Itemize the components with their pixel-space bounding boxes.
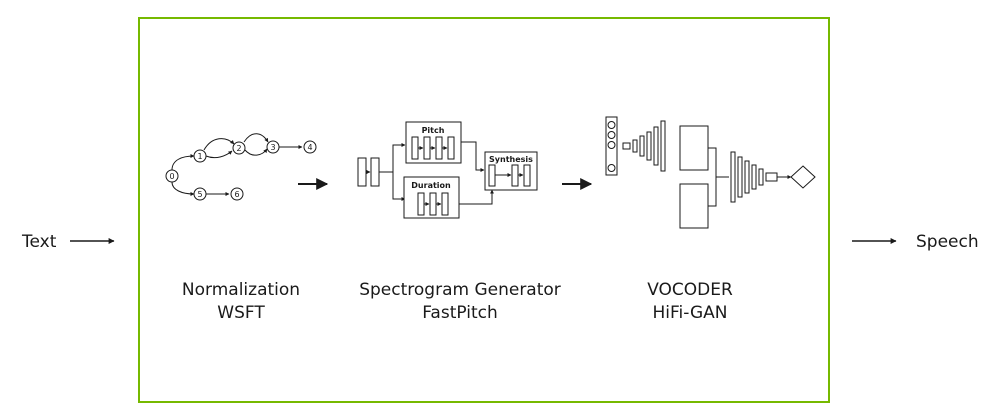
stage-vocoder-title: VOCODER [647,280,733,300]
graph-node-5: 5 [193,187,207,201]
graph-node-label: 4 [307,143,312,152]
stage-vocoder-subtitle: HiFi-GAN [652,303,728,323]
graph-node-label: 1 [197,152,202,161]
generator-block [679,183,709,229]
fastpitch-diagram [357,121,538,219]
stage-spectrogram-subtitle: FastPitch [422,303,498,323]
duration-block-label: Duration [411,181,451,190]
graph-node-4: 4 [303,140,317,154]
synthesis-block [484,151,538,191]
graph-node-label: 5 [197,190,202,199]
graph-node-label: 0 [169,172,174,181]
graph-node-label: 2 [236,144,241,153]
pitch-block-label: Pitch [422,126,445,135]
stage-normalization-subtitle: WSFT [217,303,265,323]
encoder-bar [370,157,380,187]
encoder-bar [357,157,367,187]
generator-block [679,125,709,171]
graph-node-label: 6 [234,190,239,199]
pipeline-frame [138,17,830,403]
input-text-label: Text [22,232,57,252]
graph-node-label: 3 [270,143,275,152]
normalization-graph [171,133,303,196]
graph-node-3: 3 [266,140,280,154]
normalization-nodes: 0 1 2 3 4 5 6 [165,140,317,201]
graph-node-0: 0 [165,169,179,183]
waveform-output-diamond [790,165,816,189]
synthesis-block-label: Synthesis [489,155,533,164]
graph-node-2: 2 [232,141,246,155]
stage-spectrogram-title: Spectrogram Generator [359,280,561,300]
graph-node-1: 1 [193,149,207,163]
stage-normalization-title: Normalization [181,280,301,300]
duration-block [403,176,460,219]
hifigan-diagram [605,116,816,229]
graph-node-6: 6 [230,187,244,201]
output-speech-label: Speech [916,232,979,252]
